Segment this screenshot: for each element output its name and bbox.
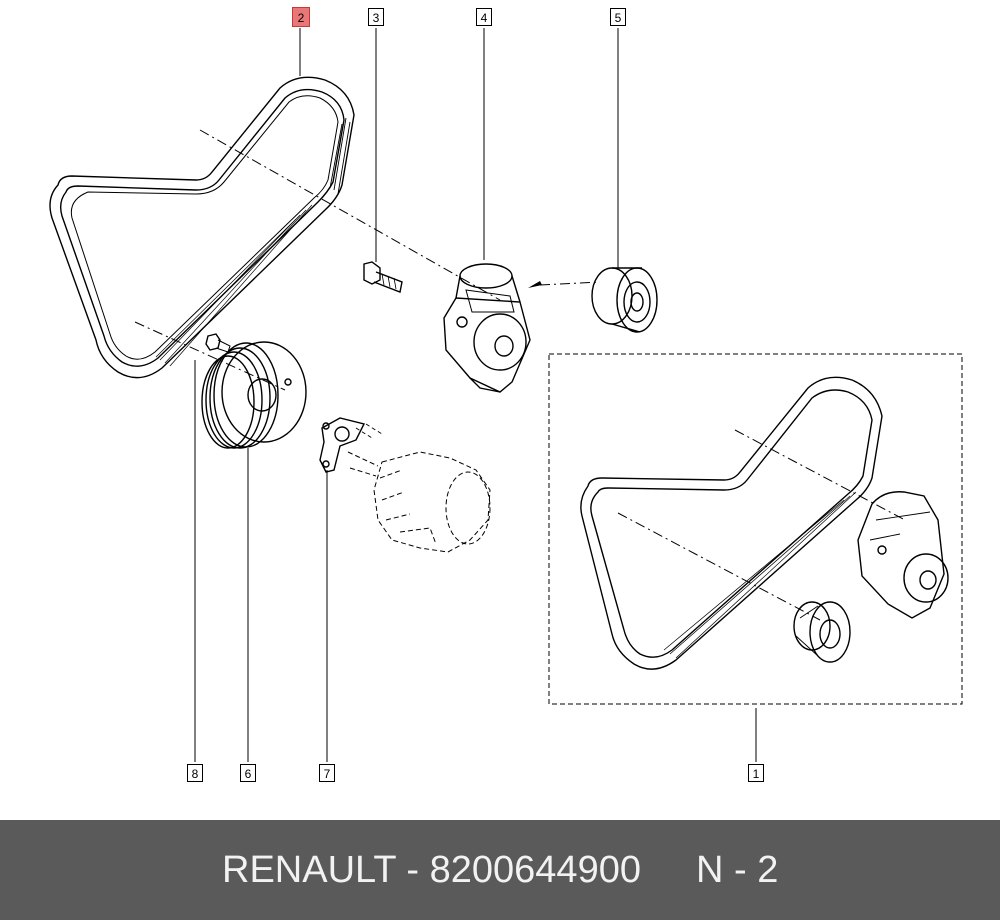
kit-outline (548, 353, 963, 705)
parts-diagram (49, 28, 963, 762)
callout-6: 6 (240, 764, 256, 782)
callout-4: 4 (476, 8, 492, 26)
callout-7: 7 (319, 764, 335, 782)
callout-8: 8 (187, 764, 203, 782)
bolt (363, 261, 403, 293)
bracket (319, 417, 383, 473)
footer-bar: RENAULT - 8200644900 N - 2 (0, 820, 1000, 920)
callout-1: 1 (748, 764, 764, 782)
screw (205, 333, 231, 353)
part-number-text: RENAULT - 8200644900 (222, 849, 641, 891)
pump-outline (347, 451, 491, 553)
crankshaft-pulley (201, 341, 307, 449)
belt-tensioner (443, 263, 531, 393)
idler-pulley (591, 267, 658, 333)
drive-belt (49, 76, 355, 379)
callout-2: 2 (292, 7, 310, 27)
reference-text: N - 2 (696, 849, 779, 891)
callout-3: 3 (368, 8, 384, 26)
leader-lines (194, 28, 757, 762)
callout-5: 5 (610, 8, 626, 26)
